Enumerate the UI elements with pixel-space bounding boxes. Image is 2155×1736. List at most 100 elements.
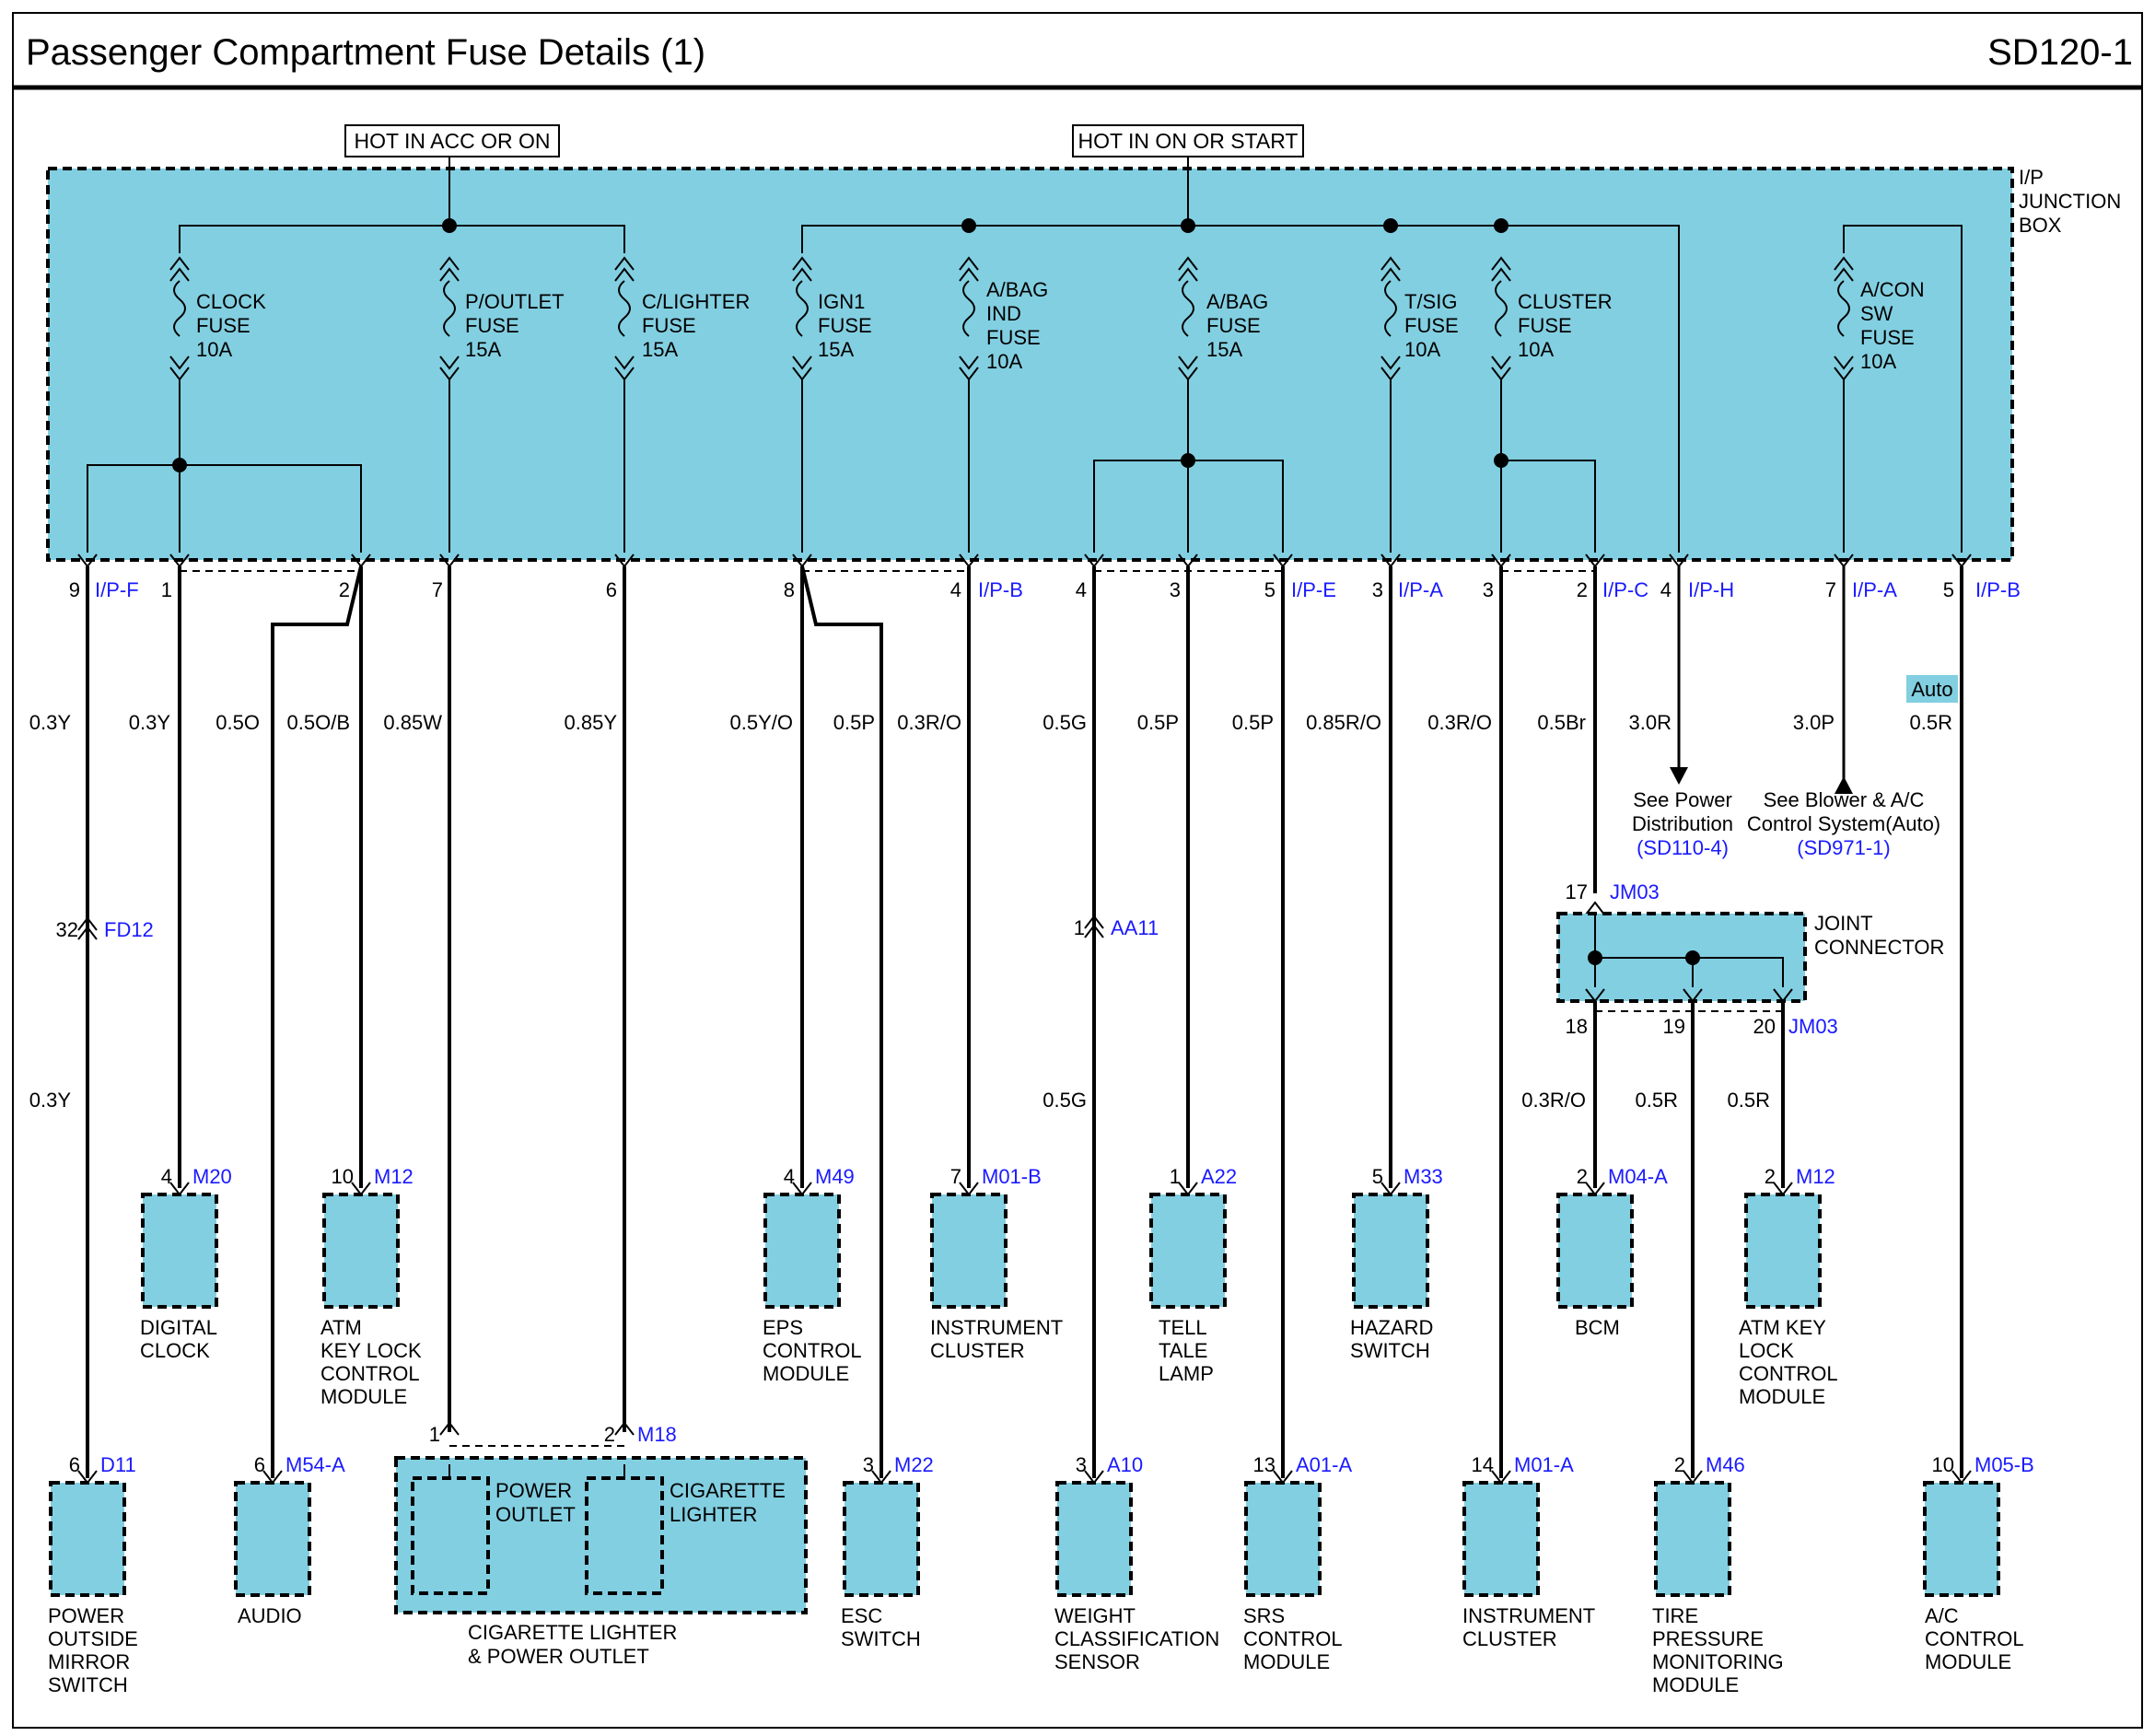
component-label: WEIGHT <box>1054 1604 1136 1627</box>
pin-number: 3 <box>1372 578 1383 601</box>
connector-id: I/P-B <box>978 578 1023 601</box>
pin-number: 13 <box>1253 1453 1276 1476</box>
fuse-label: IGN1 <box>818 290 865 313</box>
pin-number: 4 <box>784 1165 795 1188</box>
junction-box-label: I/P <box>2019 166 2044 189</box>
junction-box-label: JUNCTION <box>2019 190 2121 213</box>
pin-number: 2 <box>1674 1453 1685 1476</box>
fuse-icon <box>443 280 456 337</box>
component-label: BCM <box>1575 1316 1620 1339</box>
supply-label-box <box>1072 124 1304 157</box>
connector-id: M54-A <box>285 1453 345 1476</box>
connector-id: AA11 <box>1111 916 1159 939</box>
component-label: MODULE <box>1925 1650 2011 1673</box>
power-outlet-label: OUTLET <box>495 1503 576 1526</box>
pin-number: 4 <box>1076 578 1087 601</box>
component-label: CONTROL <box>1243 1627 1343 1650</box>
component-label: PRESSURE <box>1652 1627 1764 1650</box>
terminal-icon <box>1491 267 1511 282</box>
fuse-icon <box>618 280 631 337</box>
component-box <box>234 1481 311 1597</box>
fuse-label: IND <box>986 302 1021 325</box>
fuse-icon <box>1384 280 1397 337</box>
component-label: CONTROL <box>763 1339 862 1362</box>
wire-label: 0.85Y <box>565 711 618 734</box>
terminal-icon <box>792 267 812 282</box>
component-label: OUTSIDE <box>48 1627 138 1650</box>
fuse-label: SW <box>1860 302 1893 325</box>
component-label: MODULE <box>763 1362 849 1385</box>
fuse-label: FUSE <box>818 314 872 337</box>
connector-id: M05-B <box>1974 1453 2034 1476</box>
connector-id: M12 <box>374 1165 414 1188</box>
reference-note: See Power <box>1633 788 1732 811</box>
fuse-icon <box>1495 280 1508 337</box>
terminal-icon <box>614 1421 635 1436</box>
auto-badge-label: Auto <box>1911 678 1952 701</box>
component-box <box>930 1193 1008 1309</box>
wire <box>1501 460 1596 553</box>
pin-number: 4 <box>161 1165 172 1188</box>
wire <box>87 464 362 553</box>
fuse-label: 10A <box>1404 338 1440 361</box>
fuse-label: 15A <box>1206 338 1242 361</box>
wire-label: 3.0R <box>1629 711 1672 734</box>
pin-number: 18 <box>1566 1015 1588 1038</box>
arrow-up-icon <box>1835 776 1853 794</box>
wire-label: 0.5R <box>1636 1089 1678 1112</box>
cigarette-lighter-label: CIGARETTE <box>670 1479 786 1502</box>
terminal-icon <box>959 267 979 282</box>
pin-number: 8 <box>784 578 795 601</box>
fuse-label: FUSE <box>1518 314 1572 337</box>
terminal-icon <box>439 267 460 282</box>
wire <box>271 565 363 1478</box>
fuse-label: A/BAG <box>986 278 1048 301</box>
fuse-label: P/OUTLET <box>465 290 565 313</box>
pin-number: 2 <box>1577 1165 1588 1188</box>
connector-id: A22 <box>1201 1165 1237 1188</box>
connector-id: M04-A <box>1608 1165 1668 1188</box>
component-label: CLUSTER <box>930 1339 1025 1362</box>
supply-label-box <box>344 124 560 157</box>
component-box <box>322 1193 400 1309</box>
pin-number: 14 <box>1472 1453 1494 1476</box>
component-label: ATM <box>320 1316 362 1339</box>
component-label: INSTRUMENT <box>930 1316 1063 1339</box>
pin-number: 2 <box>1765 1165 1776 1188</box>
splice-dot <box>1383 218 1398 233</box>
wire-label: 0.5O/B <box>287 711 350 734</box>
wire-label: 0.85W <box>383 711 442 734</box>
connector-id: JM03 <box>1610 880 1660 903</box>
bus-acc <box>179 225 625 253</box>
terminal-icon <box>614 267 635 282</box>
component-label: EPS <box>763 1316 803 1339</box>
fuse-icon <box>1182 280 1194 337</box>
component-label: TALE <box>1159 1339 1207 1362</box>
assembly-label: CIGARETTE LIGHTER <box>468 1621 677 1644</box>
component-label: POWER <box>48 1604 124 1627</box>
terminal-icon <box>614 355 635 370</box>
terminal-icon <box>1084 924 1104 938</box>
wire-label: 0.3Y <box>129 711 171 734</box>
component-label: MODULE <box>320 1385 407 1408</box>
pin-number: 1 <box>161 578 172 601</box>
component-label: INSTRUMENT <box>1462 1604 1595 1627</box>
fuse-label: 15A <box>818 338 854 361</box>
pin-number: 2 <box>339 578 350 601</box>
pin-number: 32 <box>56 918 78 941</box>
fuse-label: 15A <box>642 338 678 361</box>
auto-badge <box>1906 675 1958 703</box>
reference-note: Control System(Auto) <box>1747 812 1940 835</box>
pin-number: 10 <box>1932 1453 1954 1476</box>
fuse-label: FUSE <box>1860 326 1915 349</box>
page-code: SD120-1 <box>1987 32 2133 73</box>
connector-id: I/P-A <box>1852 578 1897 601</box>
connector-id: M18 <box>637 1423 677 1446</box>
fuse-icon <box>962 280 975 337</box>
reference-note: Distribution <box>1632 812 1733 835</box>
pin-number: 3 <box>1076 1453 1087 1476</box>
wire-label: 0.3R/O <box>897 711 961 734</box>
connector-id: I/P-E <box>1291 578 1336 601</box>
fuse-label: FUSE <box>196 314 250 337</box>
wire <box>1595 957 1784 987</box>
